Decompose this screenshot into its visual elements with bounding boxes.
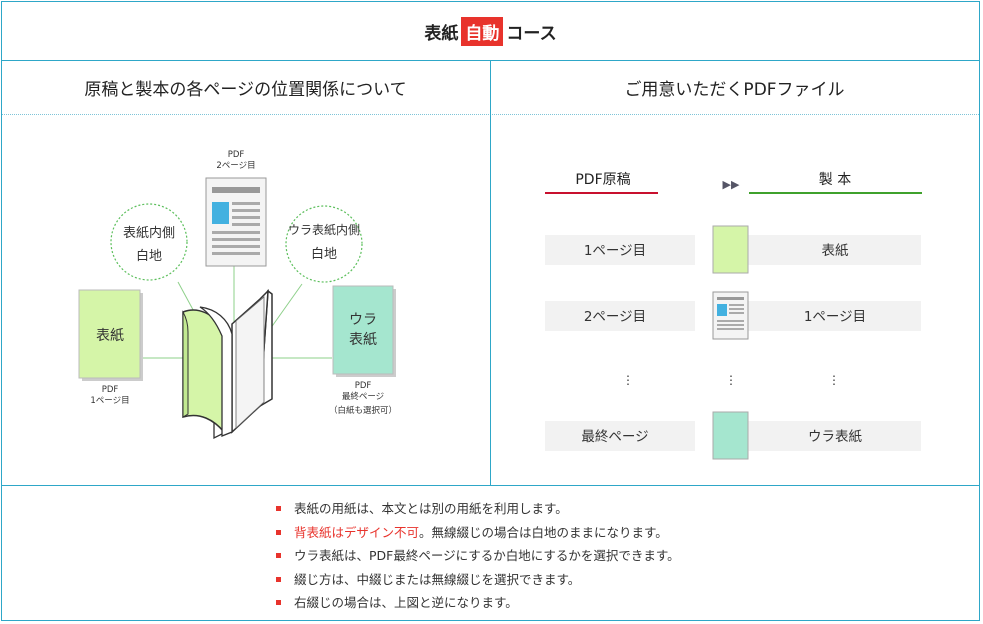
back-cover-label-2: 表紙: [349, 332, 377, 348]
pdf-page2-icon: [205, 177, 267, 267]
col-pdf-header: PDF原稿: [575, 172, 630, 188]
row-2-pdf: 2ページ目: [584, 309, 646, 325]
front-cover-label: 表紙: [96, 328, 124, 344]
row-3-pdf: ⋮: [622, 373, 634, 387]
back-cover-label-1: ウラ: [349, 312, 377, 328]
col-pdf-underline: [545, 192, 658, 194]
row-4-left-bg: [545, 421, 695, 451]
bullet-icon: [276, 506, 281, 511]
column-divider: [490, 60, 491, 485]
back-cover-caption-1: PDF: [355, 381, 372, 391]
open-book-illustration: [182, 289, 273, 440]
pdf-mapping-table: PDF原稿 ▶▶ 製 本 1ページ目 表紙 2ページ目 1ページ目 ⋮ ⋮: [545, 172, 922, 460]
bullet-icon: [276, 553, 281, 558]
row-4-right-bg: [747, 421, 921, 451]
back-inner-circle: [285, 205, 363, 283]
back-cover-caption-2: 最終ページ: [342, 391, 384, 402]
title-prefix: 表紙: [424, 23, 459, 44]
row-2-bind: 1ページ目: [804, 309, 866, 325]
row-3-bind: ⋮: [828, 373, 840, 387]
pdf-page2-label-2: 2ページ目: [216, 161, 255, 171]
notes-divider: [2, 485, 979, 486]
note-item: 表紙の用紙は、本文とは別の用紙を利用します。: [274, 497, 680, 521]
note-text: 表紙の用紙は、本文とは別の用紙を利用します。: [294, 501, 568, 516]
row-2-page-icon: [712, 291, 749, 340]
row-1-bind: 表紙: [822, 243, 850, 259]
row-4-thumb: [712, 411, 749, 460]
row-4-bind: ウラ表紙: [808, 429, 862, 445]
note-item: ウラ表紙は、PDF最終ページにするか白地にするかを選択できます。: [274, 544, 680, 568]
front-cover-caption-1: PDF: [102, 385, 119, 395]
front-cover-caption-2: 1ページ目: [90, 396, 129, 406]
note-item: 右綴じの場合は、上図と逆になります。: [274, 591, 680, 615]
row-1-right-bg: [747, 235, 921, 265]
notes-list: 表紙の用紙は、本文とは別の用紙を利用します。 背表紙はデザイン不可。無線綴じの場…: [274, 497, 680, 615]
note-text: ウラ表紙は、PDF最終ページにするか白地にするかを選択できます。: [294, 548, 680, 563]
row-2-left-bg: [545, 301, 695, 331]
front-cover-box: [78, 289, 141, 379]
note-item: 綴じ方は、中綴じまたは無線綴じを選択できます。: [274, 568, 680, 592]
back-cover-box: [332, 285, 394, 375]
row-2-right-bg: [747, 301, 921, 331]
row-4-pdf: 最終ページ: [581, 429, 648, 445]
book-position-diagram: PDF 2ページ目 表紙内側 白地 ウラ表紙内側 白地 表紙 PDF 1ページ目: [78, 150, 397, 440]
title-suffix: コース: [506, 23, 557, 44]
title-badge: 自動: [461, 16, 504, 46]
bullet-icon: [276, 529, 281, 535]
back-inner-circle-line1: ウラ表紙内側: [288, 222, 360, 237]
back-inner-circle-line2: 白地: [311, 246, 337, 262]
col-bind-header: 製 本: [819, 172, 851, 188]
note-text: 右綴じの場合は、上図と逆になります。: [294, 595, 518, 610]
page-title: 表紙 自動 コース: [2, 2, 979, 61]
note-item: 背表紙はデザイン不可。無線綴じの場合は白地のままになります。: [274, 521, 680, 545]
note-warning: 背表紙はデザイン不可: [294, 524, 420, 540]
back-cover-caption-3: （白紙も選択可）: [329, 405, 397, 416]
bullet-icon: [276, 576, 281, 582]
bullet-icon: [276, 600, 281, 605]
inner-cover-circle-line2: 白地: [136, 248, 162, 264]
note-text: 。無線綴じの場合は白地のままになります。: [419, 524, 668, 540]
row-1-thumb: [712, 225, 749, 274]
col-bind-underline: [749, 192, 922, 194]
row-1-pdf: 1ページ目: [584, 243, 646, 259]
arrow-icon: ▶▶: [723, 178, 740, 191]
row-1-left-bg: [545, 235, 695, 265]
row-3-thumb-dots: ⋮: [725, 373, 737, 387]
note-text: 綴じ方は、中綴じまたは無線綴じを選択できます。: [294, 571, 581, 587]
left-heading: 原稿と製本の各ページの位置関係について: [84, 79, 407, 100]
inner-cover-circle: [110, 203, 188, 281]
inner-cover-circle-line1: 表紙内側: [123, 225, 175, 241]
right-heading: ご用意いただくPDFファイル: [624, 79, 845, 100]
pdf-page2-label-1: PDF: [228, 150, 245, 160]
